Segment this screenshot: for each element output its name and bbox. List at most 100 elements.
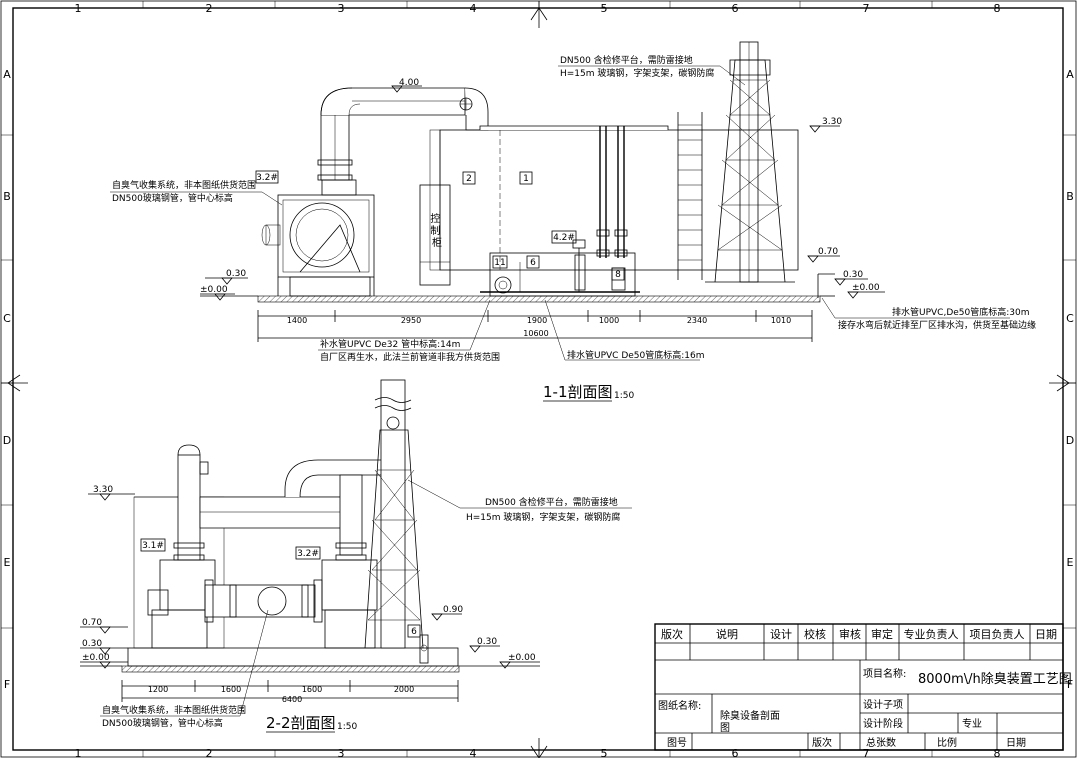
dim2-3: 1600 [302, 685, 322, 694]
tb-header-approve: 审定 [871, 627, 893, 641]
grid-col-1-bottom: 1 [75, 747, 82, 758]
grid-col-4: 4 [470, 2, 477, 15]
grid-row-b-right: B [1066, 190, 1074, 203]
grid-col-7-bottom: 7 [863, 747, 870, 758]
tag2-unit-6: 6 [411, 627, 417, 637]
tag-unit-6: 6 [530, 258, 536, 268]
tb-revision: 版次 [812, 736, 832, 749]
leaders-2 [100, 479, 632, 717]
dim-4: 1000 [599, 316, 619, 325]
grid-col-8-bottom: 8 [994, 747, 1001, 758]
dim2-1: 1200 [148, 685, 168, 694]
grid-row-b: B [3, 190, 11, 203]
note-gas-1: 自臭气收集系统，非本图纸供货范围 [112, 179, 256, 191]
grid-col-5-bottom: 5 [601, 747, 608, 758]
tb-header-date: 日期 [1035, 628, 1057, 641]
elev2-rzero: ±0.00 [508, 653, 536, 663]
note2-stack-1: DN500 含检修平台，需防雷接地 [485, 496, 618, 508]
grid-row-f-right: F [1067, 678, 1073, 691]
grid-col-7: 7 [863, 2, 870, 15]
tag-unit-2: 2 [466, 174, 472, 184]
title-block: 版次 说明 设计 校核 审核 审定 专业负责人 项目负责人 日期 项目名称: 8… [654, 623, 1072, 751]
tb-scale: 比例 [937, 736, 957, 749]
dim2-2: 1600 [221, 685, 241, 694]
note-stack-1: DN500 含检修平台，需防雷接地 [560, 54, 693, 66]
note-gas-2: DN500玻璃钢管，管中心标高 [112, 192, 233, 204]
section2-title: 2-2剖面图 [266, 714, 336, 732]
tag-unit-11: 11 [494, 258, 505, 268]
tb-drawing-name-1: 除臭设备剖面 [720, 709, 780, 722]
leaders-1 [110, 65, 1010, 361]
elev-zero-left: ±0.00 [200, 285, 228, 295]
fan-unit-1 [261, 179, 375, 297]
dim-total-2: 6400 [282, 695, 302, 704]
elev-left: 0.30 [226, 269, 246, 279]
panel-label-1: 控 [430, 212, 440, 225]
note-makeup-2: 自厂区再生水，此法兰前管道非我方供货范围 [320, 351, 500, 363]
ladder-1 [677, 112, 703, 280]
elev-r1: 0.70 [818, 247, 838, 257]
elev2-090: 0.90 [443, 605, 463, 615]
grid-col-2: 2 [206, 2, 213, 15]
elev-top: 4.00 [399, 78, 419, 88]
tb-header-revision: 版次 [661, 627, 683, 641]
section2-scale: 1:50 [337, 722, 357, 732]
grid-row-d: D [3, 434, 11, 447]
panel-label-3: 柜 [432, 236, 442, 249]
note2-gas-2: DN500玻璃钢管，管中心标高 [102, 717, 223, 729]
grid-row-d-right: D [1066, 434, 1074, 447]
tb-design-stage: 设计阶段 [863, 717, 903, 730]
grid-row-f: F [4, 678, 10, 691]
grid-row-e-right: E [1067, 556, 1074, 569]
elev-zero-right: ±0.00 [852, 283, 880, 293]
tag-unit-8: 8 [615, 270, 621, 280]
elevation-markers-1 [200, 85, 885, 301]
grid-col-4-bottom: 4 [470, 747, 477, 758]
dimension-chain-1 [257, 310, 813, 342]
note-makeup-1: 补水管UPVC De32 管中标高:14m [320, 338, 460, 350]
tb-header-project-lead: 项目负责人 [970, 627, 1025, 641]
tb-header-review: 审核 [839, 627, 861, 641]
elev-r2: 0.30 [843, 270, 863, 280]
note2-gas-1: 自臭气收集系统，非本图纸供货范围 [102, 704, 246, 716]
tb-header-design: 设计 [770, 628, 792, 641]
stack-tower-2 [364, 379, 429, 664]
elev2-r030: 0.30 [477, 637, 497, 647]
grid-row-a: A [3, 68, 11, 81]
elev2-070: 0.70 [82, 618, 102, 628]
panel-label-2: 制 [430, 224, 440, 237]
grid-col-5: 5 [601, 2, 608, 15]
tb-drawing-label: 图纸名称: [658, 699, 701, 712]
section-2-drawing: 1200 1600 1600 2000 6400 3.30 0.70 0.30 … [80, 379, 632, 733]
tb-date: 日期 [1006, 737, 1026, 749]
elev2-030: 0.30 [82, 639, 102, 649]
tb-header-discipline-lead: 专业负责人 [904, 627, 959, 641]
tank-body-1 [439, 129, 799, 271]
tb-drawing-name-2: 图 [720, 722, 730, 734]
note-drain2-1: 排水管UPVC,De50管底标高:30m [892, 306, 1030, 318]
grid-col-1: 1 [75, 2, 82, 15]
tb-project-name: 8000m\/h除臭装置工艺图 [918, 672, 1072, 687]
control-cabinet: 控 制 柜 [419, 184, 451, 286]
dim-3: 1900 [527, 316, 547, 325]
section1-title: 1-1剖面图 [543, 383, 613, 401]
ground-slab-2 [121, 665, 460, 673]
fan-unit-2a [147, 444, 216, 649]
grid-row-c: C [3, 312, 11, 325]
grid-row-c-right: C [1066, 312, 1074, 325]
ground-slab-1 [257, 295, 821, 303]
tag-unit-42: 4.2# [553, 233, 575, 243]
dim2-4: 2000 [394, 685, 414, 694]
process-pipes-1 [479, 125, 669, 292]
tb-design-item: 设计子项 [863, 698, 903, 711]
note-stack-2: H=15m 玻璃钢，字架支架，碳钢防腐 [560, 67, 714, 79]
grid-row-a-right: A [1066, 68, 1074, 81]
section1-scale: 1:50 [614, 391, 634, 401]
tag2-fan2: 3.2# [297, 549, 319, 559]
tb-drawing-no: 图号 [667, 737, 687, 749]
dim-2: 2950 [401, 316, 421, 325]
tb-header-desc: 说明 [716, 627, 738, 641]
note-drain-1: 排水管UPVC De50管底标高:16m [567, 349, 705, 361]
